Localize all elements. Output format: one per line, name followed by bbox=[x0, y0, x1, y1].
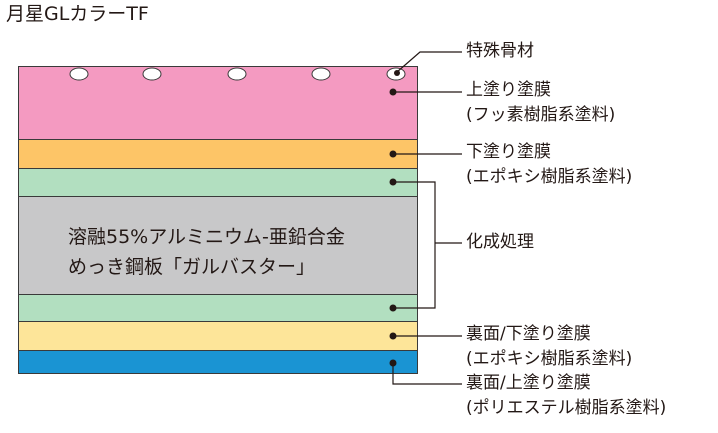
core-label-line2: めっき鋼板「ガルバスター」 bbox=[68, 256, 316, 278]
callout-back-primer: 裏面/下塗り塗膜 (エポキシ樹脂系塗料) bbox=[466, 322, 632, 372]
chemical-treatment-layer-top bbox=[18, 168, 418, 197]
aggregate-particle bbox=[69, 67, 89, 81]
marker-dot bbox=[389, 304, 397, 312]
callout-chemical-treatment-title: 化成処理 bbox=[466, 232, 534, 252]
marker-dot bbox=[389, 178, 397, 186]
aggregate-particle bbox=[227, 67, 247, 81]
product-title: 月星GLカラーTF bbox=[6, 3, 149, 25]
callout-primer-title: 下塗り塗膜 bbox=[466, 142, 551, 162]
callout-primer: 下塗り塗膜 (エポキシ樹脂系塗料) bbox=[466, 140, 632, 190]
marker-dot bbox=[389, 88, 397, 96]
callout-top-coat-title: 上塗り塗膜 bbox=[466, 80, 551, 100]
callout-top-coat: 上塗り塗膜 (フッ素樹脂系塗料) bbox=[466, 78, 615, 128]
back-top-coat-layer bbox=[18, 350, 418, 374]
leader-chemical-treatment bbox=[393, 181, 436, 309]
core-label-line1: 溶融55%アルミニウム-亜鉛合金 bbox=[68, 226, 345, 248]
core-label: 溶融55%アルミニウム-亜鉛合金 めっき鋼板「ガルバスター」 bbox=[68, 222, 345, 282]
aggregate-particle bbox=[311, 67, 331, 81]
callout-special-aggregate: 特殊骨材 bbox=[466, 39, 534, 64]
marker-dot bbox=[389, 332, 397, 340]
leader-special-aggregate bbox=[396, 51, 462, 73]
back-primer-layer bbox=[18, 321, 418, 351]
callout-back-top-coat-material: (ポリエステル樹脂系塗料) bbox=[466, 398, 667, 418]
callout-back-primer-material: (エポキシ樹脂系塗料) bbox=[466, 349, 633, 369]
steel-core-layer bbox=[18, 196, 418, 295]
marker-dot bbox=[389, 359, 397, 367]
marker-dot bbox=[394, 70, 400, 76]
callout-back-top-coat-title: 裏面/上塗り塗膜 bbox=[466, 373, 591, 393]
aggregate-particles bbox=[69, 67, 406, 81]
callout-back-primer-title: 裏面/下塗り塗膜 bbox=[466, 324, 591, 344]
callout-primer-material: (エポキシ樹脂系塗料) bbox=[466, 167, 633, 187]
marker-dot bbox=[389, 150, 397, 158]
callout-top-coat-material: (フッ素樹脂系塗料) bbox=[466, 105, 616, 125]
callout-special-aggregate-title: 特殊骨材 bbox=[466, 41, 534, 61]
callout-chemical-treatment: 化成処理 bbox=[466, 230, 534, 255]
callout-back-top-coat: 裏面/上塗り塗膜 (ポリエステル樹脂系塗料) bbox=[466, 371, 666, 421]
aggregate-particle bbox=[142, 67, 162, 81]
leader-back-top-coat bbox=[392, 363, 462, 385]
